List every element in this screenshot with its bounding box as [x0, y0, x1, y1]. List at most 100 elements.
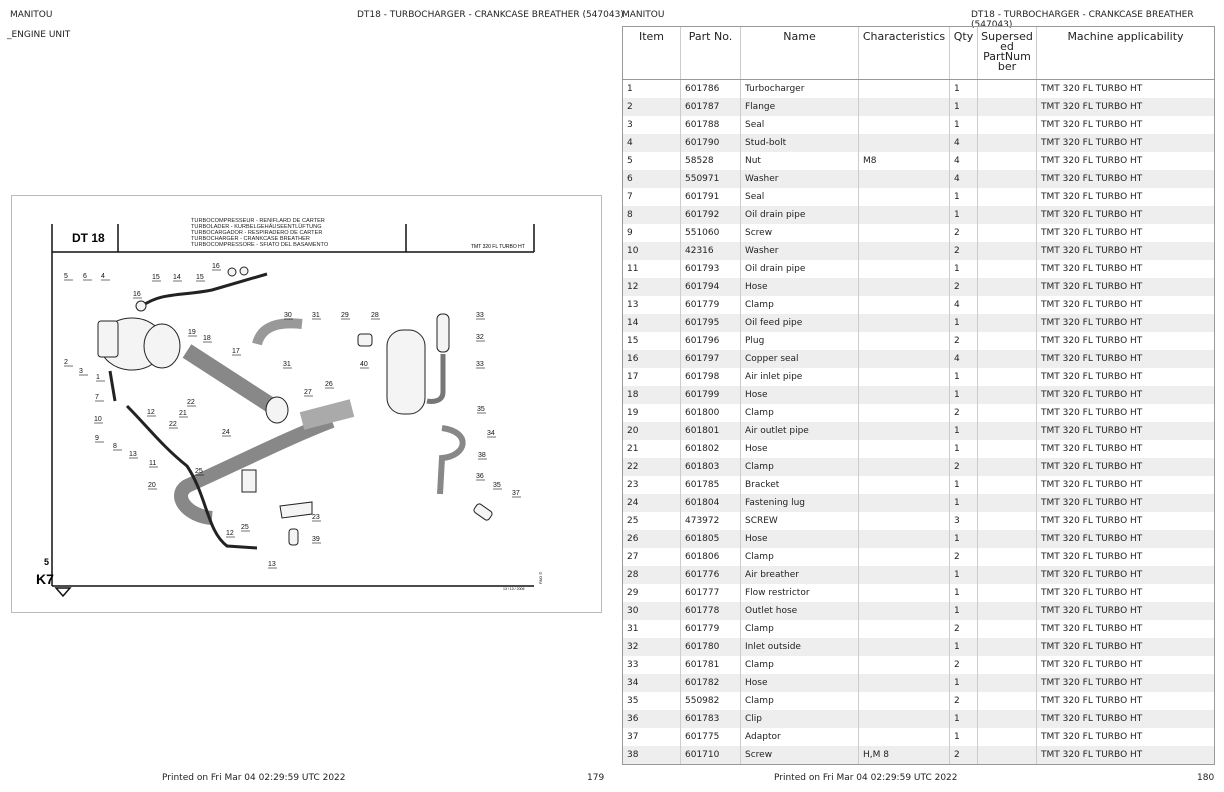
cell-characteristics [858, 656, 950, 674]
cell-item: 1 [622, 79, 681, 98]
inlet-outside-shape [436, 313, 450, 353]
cell-superseded [977, 224, 1037, 242]
cell-machine-applicability: TMT 320 FL TURBO HT [1036, 332, 1215, 350]
cell-name: SCREW [740, 512, 859, 530]
cell-characteristics [858, 422, 950, 440]
cell-part-no: 601798 [680, 368, 741, 386]
cell-characteristics [858, 584, 950, 602]
cell-name: Fastening lug [740, 494, 859, 512]
cell-name: Adaptor [740, 728, 859, 746]
callout-number: 16 [133, 291, 141, 298]
cell-superseded [977, 566, 1037, 584]
cell-machine-applicability: TMT 320 FL TURBO HT [1036, 79, 1215, 98]
cell-superseded [977, 674, 1037, 692]
cell-part-no: 601787 [680, 98, 741, 116]
cell-part-no: 601779 [680, 296, 741, 314]
cell-part-no: 601794 [680, 278, 741, 296]
callout-number: 1 [96, 374, 100, 381]
cell-characteristics [858, 170, 950, 188]
cell-part-no: 601803 [680, 458, 741, 476]
cell-part-no: 601796 [680, 332, 741, 350]
cell-name: Turbocharger [740, 79, 859, 98]
cell-name: Clamp [740, 404, 859, 422]
cell-machine-applicability: TMT 320 FL TURBO HT [1036, 296, 1215, 314]
callout-number: 35 [477, 406, 485, 413]
cell-machine-applicability: TMT 320 FL TURBO HT [1036, 242, 1215, 260]
cell-name: Hose [740, 386, 859, 404]
cell-name: Inlet outside [740, 638, 859, 656]
cell-machine-applicability: TMT 320 FL TURBO HT [1036, 368, 1215, 386]
cell-qty: 4 [949, 152, 978, 170]
callout-number: 14 [173, 274, 181, 281]
cell-superseded [977, 206, 1037, 224]
cell-part-no: 601791 [680, 188, 741, 206]
cell-item: 27 [622, 548, 681, 566]
cell-machine-applicability: TMT 320 FL TURBO HT [1036, 224, 1215, 242]
cell-superseded [977, 134, 1037, 152]
cell-machine-applicability: TMT 320 FL TURBO HT [1036, 674, 1215, 692]
callout-number: 15 [196, 274, 204, 281]
diagram-frame [51, 224, 535, 587]
cell-part-no: 550982 [680, 692, 741, 710]
cell-part-no: 601802 [680, 440, 741, 458]
cell-qty: 1 [949, 494, 978, 512]
cell-name: Hose [740, 440, 859, 458]
diagram-title-de: TURBOLADER - KURBELGEHÄUSEENTLÜFTUNG [191, 223, 322, 230]
cell-qty: 2 [949, 404, 978, 422]
callout-number: 38 [478, 452, 486, 459]
cell-part-no: 601785 [680, 476, 741, 494]
cell-name: Oil drain pipe [740, 206, 859, 224]
cell-qty: 3 [949, 512, 978, 530]
cell-qty: 1 [949, 422, 978, 440]
cell-superseded [977, 710, 1037, 728]
cell-characteristics [858, 530, 950, 548]
callout-number: 34 [487, 430, 495, 437]
cell-part-no: 601806 [680, 548, 741, 566]
cell-machine-applicability: TMT 320 FL TURBO HT [1036, 188, 1215, 206]
callout-number: 37 [512, 490, 520, 497]
cell-qty: 2 [949, 458, 978, 476]
cell-name: Air outlet pipe [740, 422, 859, 440]
air-outlet-pipe-shape [174, 414, 335, 525]
left-page-number: 179 [587, 773, 605, 783]
cell-part-no: 601710 [680, 746, 741, 765]
cell-characteristics [858, 134, 950, 152]
cell-part-no: 473972 [680, 512, 741, 530]
callout-number: 15 [152, 274, 160, 281]
cell-superseded [977, 512, 1037, 530]
diagram-title-fr: TURBOCOMPRESSEUR - RENIFLARD DE CARTER [191, 218, 325, 224]
cell-item: 17 [622, 368, 681, 386]
cell-characteristics [858, 242, 950, 260]
cell-characteristics [858, 278, 950, 296]
cell-name: Screw [740, 746, 859, 765]
cell-superseded [977, 656, 1037, 674]
cell-name: Seal [740, 188, 859, 206]
cell-item: 18 [622, 386, 681, 404]
cell-machine-applicability: TMT 320 FL TURBO HT [1036, 638, 1215, 656]
cell-characteristics [858, 710, 950, 728]
cell-name: Washer [740, 242, 859, 260]
callout-number: 23 [312, 514, 320, 521]
cell-part-no: 42316 [680, 242, 741, 260]
cell-machine-applicability: TMT 320 FL TURBO HT [1036, 710, 1215, 728]
cell-part-no: 58528 [680, 152, 741, 170]
callout-number: 30 [284, 312, 292, 319]
cell-part-no: 601792 [680, 206, 741, 224]
cell-superseded [977, 548, 1037, 566]
cell-name: Clamp [740, 656, 859, 674]
cell-characteristics [858, 602, 950, 620]
callout-number: 39 [312, 536, 320, 543]
cell-machine-applicability: TMT 320 FL TURBO HT [1036, 746, 1215, 765]
cell-name: Nut [740, 152, 859, 170]
header-machine-applicability: Machine applicability [1036, 26, 1215, 80]
cell-characteristics [858, 314, 950, 332]
cell-item: 20 [622, 422, 681, 440]
diagram-date: 13 / 10 / 2006 [503, 587, 524, 591]
